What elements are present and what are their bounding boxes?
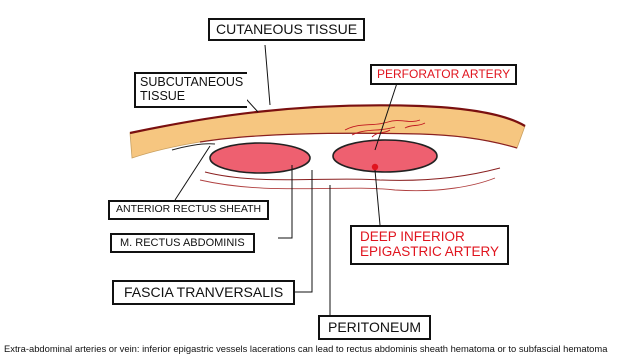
rectus-abdominis-label: M. RECTUS ABDOMINIS: [110, 233, 255, 253]
deep-inferior-label-line2: EPIGASTRIC ARTERY: [360, 245, 499, 260]
peritoneum-label: PERITONEUM: [318, 315, 431, 340]
subcutaneous-label-line2: TISSUE: [140, 90, 243, 104]
cutaneous-tissue-label: CUTANEOUS TISSUE: [208, 18, 365, 41]
rectus-muscle-left: [210, 143, 310, 173]
subcutaneous-label-line1: SUBCUTANEOUS: [140, 76, 243, 90]
perforator-artery-label: PERFORATOR ARTERY: [370, 64, 517, 85]
fascia-transversalis-label: FASCIA TRANVERSALIS: [112, 280, 295, 305]
deep-inferior-epigastric-artery-dot: [372, 164, 378, 170]
anterior-rectus-sheath-label: ANTERIOR RECTUS SHEATH: [108, 200, 269, 220]
figure-caption: Extra-abdominal arteries or vein: inferi…: [4, 343, 632, 354]
subcutaneous-layer: [130, 105, 525, 158]
deep-inferior-label-line1: DEEP INFERIOR: [360, 230, 499, 245]
subcutaneous-tissue-label: SUBCUTANEOUS TISSUE: [134, 72, 247, 108]
fascia-transversalis-line: [200, 178, 495, 191]
deep-inferior-epigastric-artery-label: DEEP INFERIOR EPIGASTRIC ARTERY: [350, 225, 509, 265]
rectus-muscle-right: [333, 140, 437, 172]
